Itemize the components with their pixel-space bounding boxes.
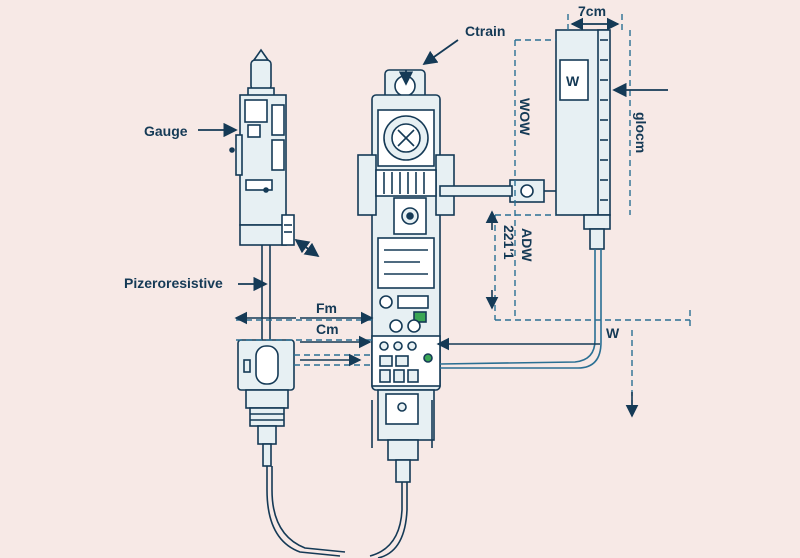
dimension-lines [236,14,691,410]
gauge-label: Gauge [144,123,188,139]
vertical-221-label: 221'1 [501,225,517,260]
right-device [439,29,611,250]
dim-7cm-label: 7cm [578,3,606,19]
ctrain-leader [422,39,459,66]
leader-arrows [198,39,668,292]
w-right-label: W [606,325,620,341]
fm-label: Fm [316,300,337,316]
vertical-adw-label: ADW [519,228,535,262]
cm-label: Cm [316,321,339,337]
gauge-device [229,48,295,246]
right-cable [439,249,596,365]
vertical-glocm-label: glocm [633,112,649,153]
vertical-wow-label: WOW [517,98,533,136]
measurement-arrows [234,17,639,418]
pizeroresistive-label: Pizeroresistive [124,275,223,291]
w-box-label: W [566,73,580,89]
gauge-probe [237,245,346,557]
ctrain-label: Ctrain [465,23,505,39]
ctrain-device [357,69,455,558]
